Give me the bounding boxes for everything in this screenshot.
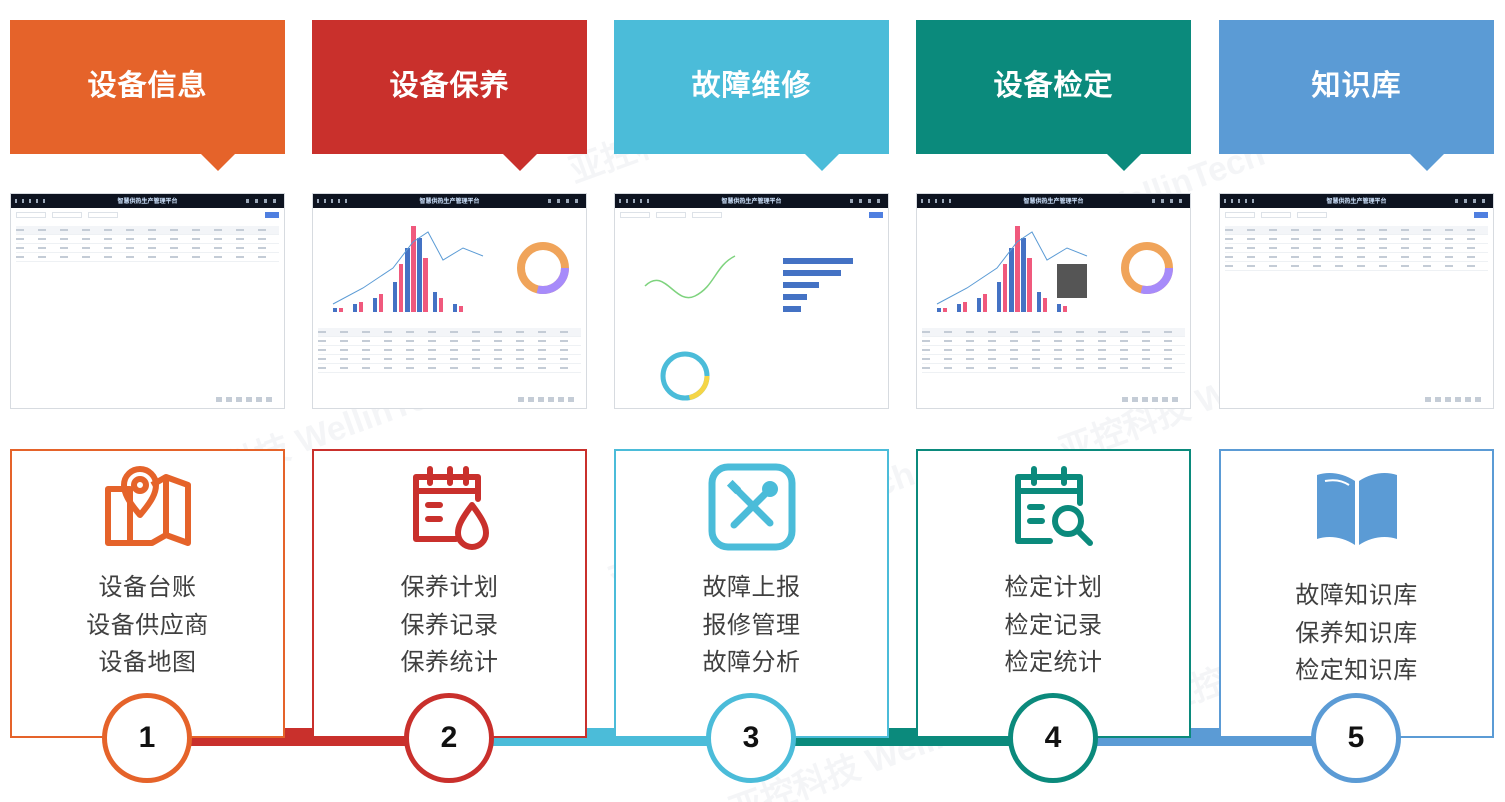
module-screenshot[interactable]: 智慧供热生产管理平台 (1219, 193, 1494, 409)
map-pin-icon (104, 466, 191, 546)
module-maintenance: 设备保养 智慧供热生产管理平台 (312, 0, 587, 802)
header-pointer (201, 154, 235, 171)
table-row (318, 328, 581, 337)
module-item[interactable]: 故障知识库 (1295, 582, 1418, 609)
module-item[interactable]: 故障上报 (702, 574, 801, 601)
step-number-circle: 5 (1311, 693, 1401, 783)
tools-icon (708, 463, 795, 551)
module-title: 设备保养 (389, 70, 510, 102)
module-item[interactable]: 设备台账 (98, 574, 197, 601)
table-row (1225, 244, 1488, 253)
module-screenshot[interactable]: 智慧供热生产管理平台 (10, 193, 285, 409)
module-screenshot[interactable]: 智慧供热生产管理平台 (312, 193, 587, 409)
module-item[interactable]: 保养知识库 (1295, 619, 1418, 647)
module-header[interactable]: 知识库 (1219, 20, 1494, 171)
table-row (318, 337, 581, 346)
table-row (922, 346, 1185, 355)
module-item[interactable]: 保养统计 (400, 649, 499, 676)
step-number-circle: 3 (706, 693, 796, 783)
module-item[interactable]: 设备供应商 (86, 611, 209, 639)
calendar-drop-icon (412, 466, 489, 550)
table-row (16, 235, 279, 244)
module-equipment-info: 设备信息 智慧供热生产管理平台 设备台账 设备供应商 设备地图 1 (10, 0, 285, 802)
header-pointer (503, 154, 537, 171)
table-row (922, 337, 1185, 346)
module-item[interactable]: 检定知识库 (1295, 657, 1418, 684)
table-row (1225, 235, 1488, 244)
module-header[interactable]: 设备保养 (312, 20, 587, 171)
module-item[interactable]: 保养计划 (400, 574, 499, 601)
module-header[interactable]: 设备信息 (10, 20, 285, 171)
mini-chart (936, 226, 1173, 312)
header-pointer (1107, 154, 1141, 171)
module-header[interactable]: 设备检定 (916, 20, 1191, 171)
module-title: 设备检定 (993, 70, 1114, 102)
mini-chart (332, 226, 569, 312)
module-item[interactable]: 设备地图 (98, 649, 197, 676)
table-row (318, 355, 581, 364)
module-knowledge-base: 知识库 智慧供热生产管理平台 故障知识库 保养知识库 检定知识库 5 (1219, 0, 1494, 802)
module-item[interactable]: 检定记录 (1004, 611, 1103, 639)
table-row (922, 328, 1185, 337)
module-card: 设备台账 设备供应商 设备地图 (10, 449, 285, 738)
module-card: 检定计划 检定记录 检定统计 (916, 449, 1191, 738)
table-row (1225, 253, 1488, 262)
table-row (16, 226, 279, 235)
module-fault-repair: 故障维修 智慧供热生产管理平台 故障上报 报 (614, 0, 889, 802)
step-number: 2 (440, 721, 458, 754)
table-row (318, 346, 581, 355)
table-row (1225, 226, 1488, 235)
module-title: 知识库 (1311, 70, 1402, 102)
step-number: 1 (138, 721, 156, 754)
module-card: 保养计划 保养记录 保养统计 (312, 449, 587, 738)
step-number-circle: 1 (102, 693, 192, 783)
table-row (922, 355, 1185, 364)
module-card: 故障上报 报修管理 故障分析 (614, 449, 889, 738)
step-number-circle: 2 (404, 693, 494, 783)
module-header[interactable]: 故障维修 (614, 20, 889, 171)
table-row (922, 364, 1185, 373)
clipboard-search-icon (1014, 466, 1093, 546)
module-calibration: 设备检定 智慧供热生产管理平台 (916, 0, 1191, 802)
module-card: 故障知识库 保养知识库 检定知识库 (1219, 449, 1494, 738)
header-pointer (1410, 154, 1444, 171)
module-screenshot[interactable]: 智慧供热生产管理平台 (916, 193, 1191, 409)
table-row (318, 364, 581, 373)
table-row (16, 244, 279, 253)
module-title: 故障维修 (691, 70, 812, 102)
module-item[interactable]: 检定统计 (1004, 649, 1103, 676)
book-icon (1316, 473, 1397, 545)
step-number: 4 (1044, 721, 1062, 754)
module-item[interactable]: 报修管理 (702, 611, 801, 639)
module-screenshot[interactable]: 智慧供热生产管理平台 (614, 193, 889, 409)
module-item[interactable]: 故障分析 (702, 649, 801, 676)
step-number-circle: 4 (1008, 693, 1098, 783)
step-number: 5 (1347, 721, 1365, 754)
module-title: 设备信息 (87, 70, 208, 102)
module-item[interactable]: 检定计划 (1004, 574, 1103, 601)
mini-chart (644, 255, 853, 401)
table-row (1225, 262, 1488, 271)
module-item[interactable]: 保养记录 (400, 611, 499, 639)
header-pointer (805, 154, 839, 171)
step-number: 3 (742, 721, 760, 754)
table-row (16, 253, 279, 262)
